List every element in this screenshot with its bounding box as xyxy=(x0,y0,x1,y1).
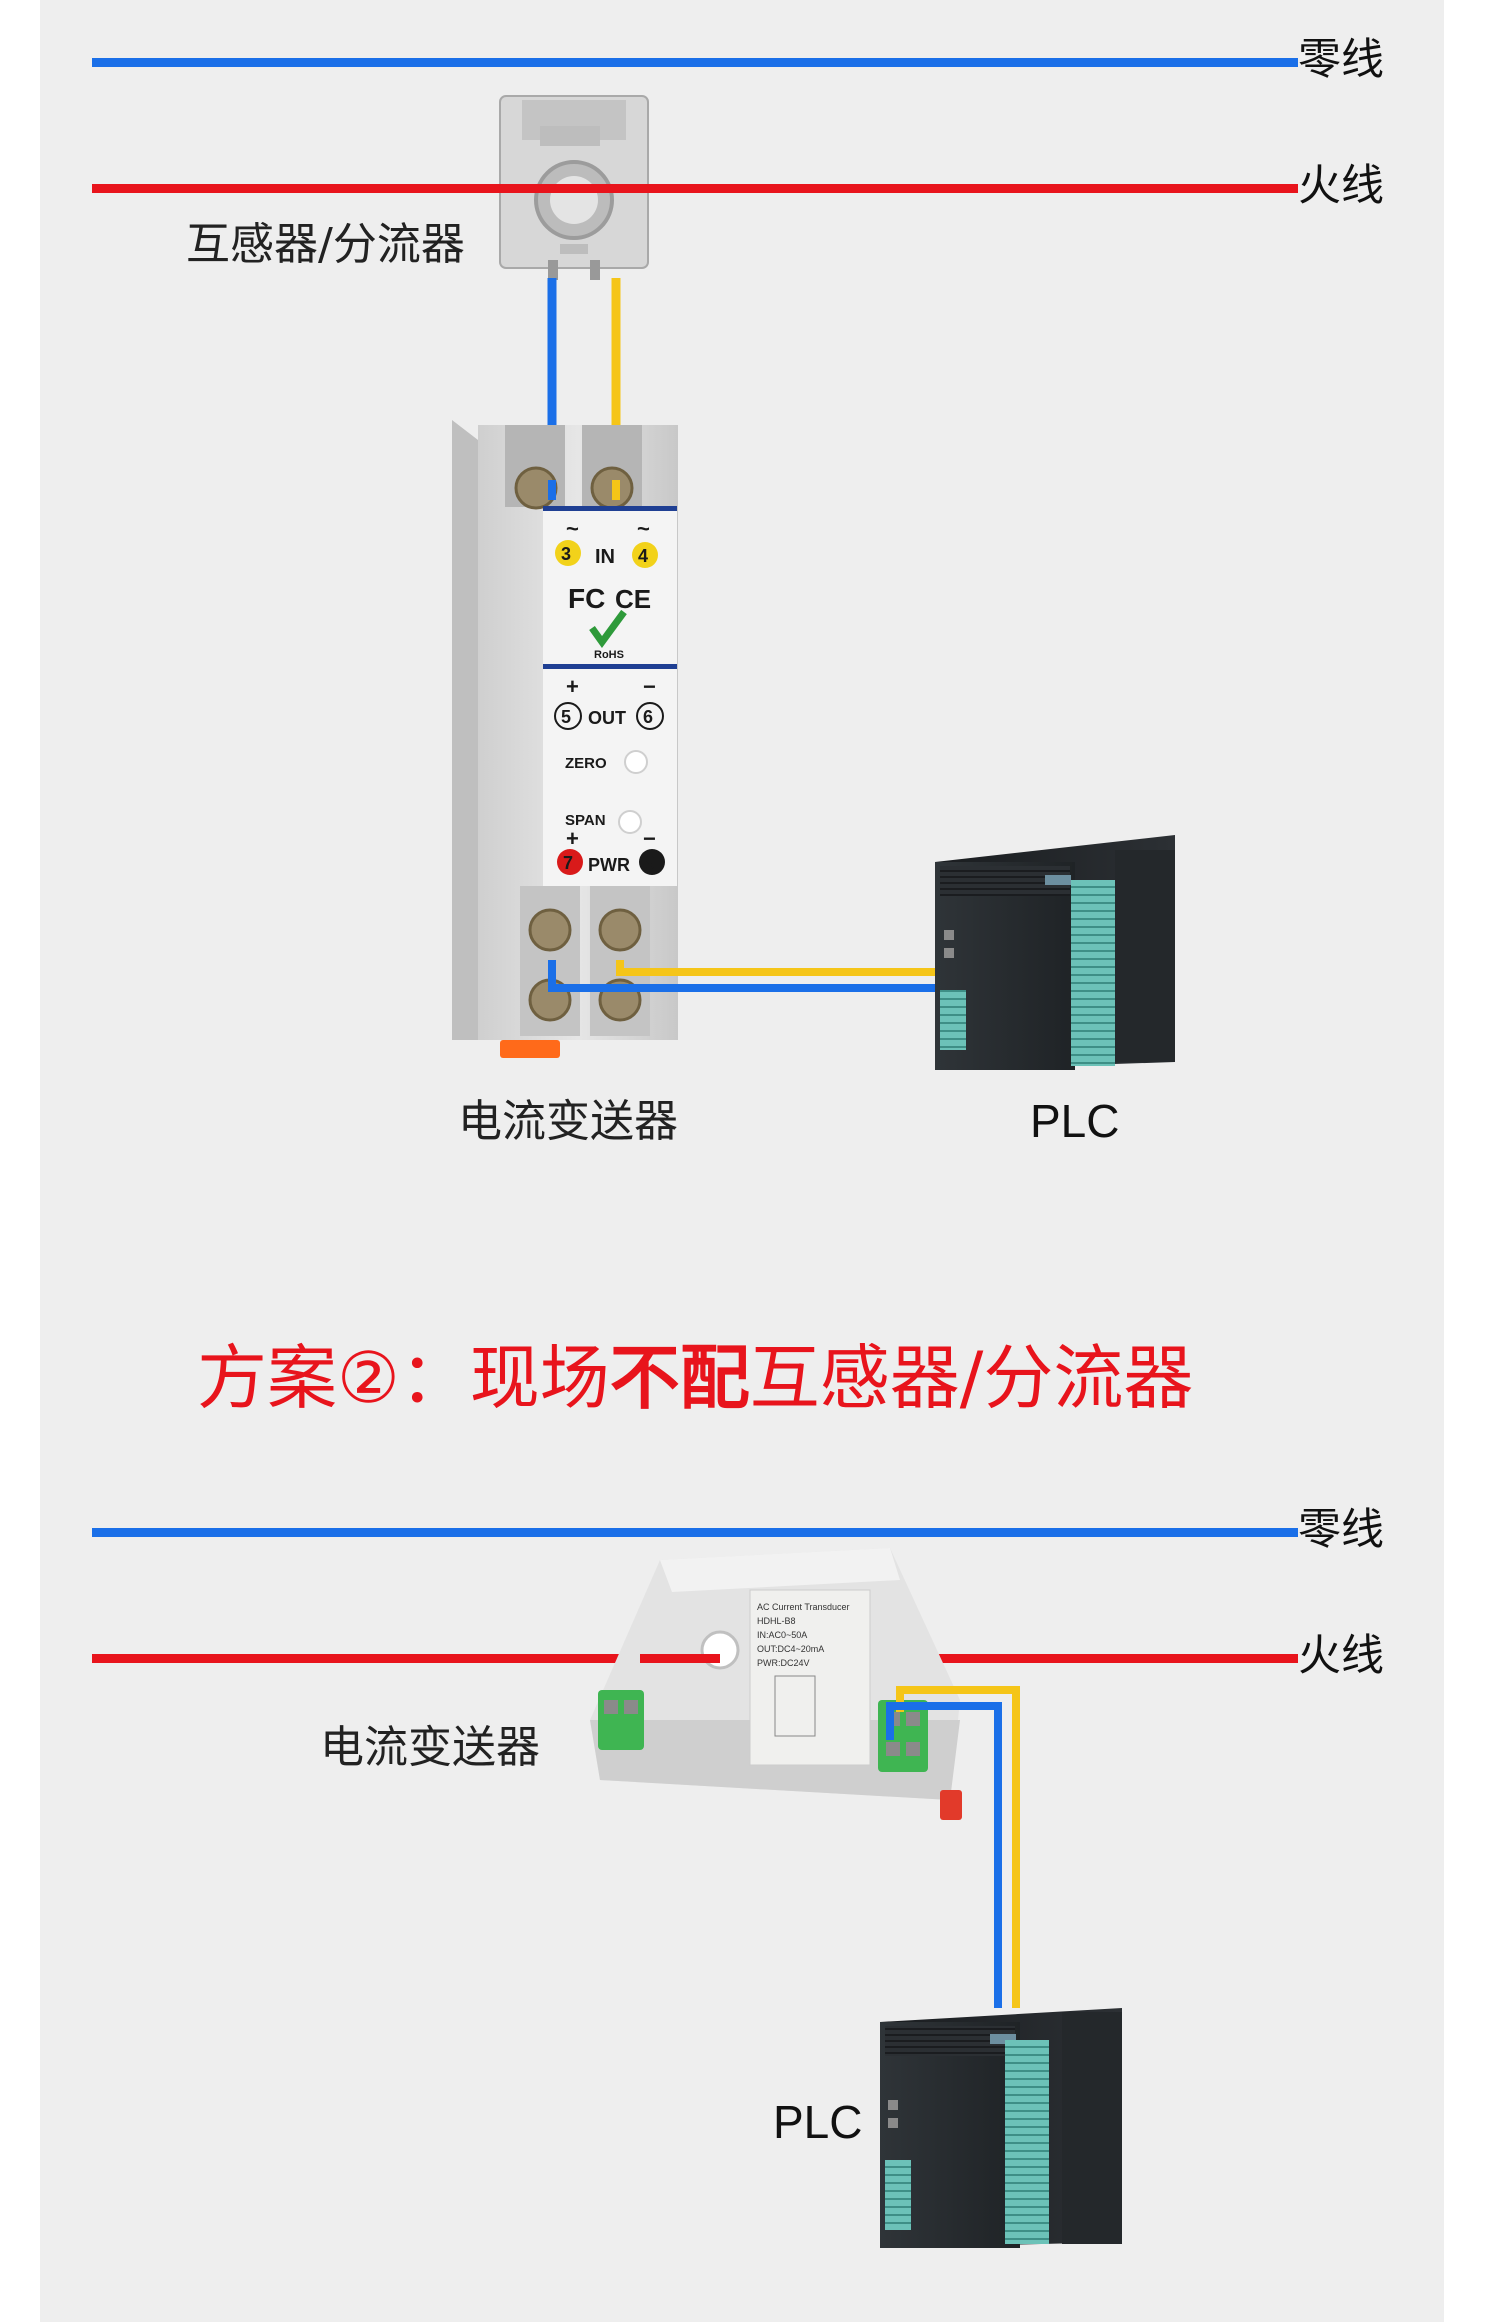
ct-label: 互感器/分流器 xyxy=(186,219,465,270)
neutral-label-1: 零线 xyxy=(1298,35,1384,85)
out-label: OUT xyxy=(588,708,626,728)
terminal-5: 5 xyxy=(561,707,571,727)
neutral-wire-2 xyxy=(92,1528,1298,1537)
svg-text:−: − xyxy=(643,826,656,851)
zero-trim-pot[interactable] xyxy=(624,750,648,774)
out-yellow-wire-1 xyxy=(616,960,940,976)
out-blue-wire-1 xyxy=(548,960,940,992)
live-label-2: 火线 xyxy=(1298,1631,1384,1681)
plc-label-2: PLC xyxy=(773,2096,862,2148)
fc-mark: FC xyxy=(568,583,605,614)
ce-mark: CE xyxy=(615,584,651,614)
span-label: SPAN xyxy=(565,812,606,829)
plc-label-1: PLC xyxy=(1030,1095,1119,1147)
heading-prefix: 方案②：现场 xyxy=(197,1337,610,1419)
plate-line1: AC Current Transducer xyxy=(757,1602,850,1612)
terminal-4: 4 xyxy=(638,546,648,566)
svg-text:~: ~ xyxy=(566,516,579,541)
current-transmitter-1: ~ ~ 3 IN 4 FC CE RoHS + − 5 OUT 6 ZERO S… xyxy=(452,420,678,1058)
diagram-panel xyxy=(40,0,1444,2322)
live-wire-2b xyxy=(890,1654,1298,1663)
neutral-wire-1 xyxy=(92,58,1298,67)
svg-text:−: − xyxy=(643,674,656,699)
transmitter-label-1: 电流变送器 xyxy=(458,1096,678,1147)
pwr-label: PWR xyxy=(588,855,630,875)
live-wire-1 xyxy=(92,184,1298,193)
terminal-3: 3 xyxy=(561,544,571,564)
live-label-1: 火线 xyxy=(1298,161,1384,211)
plate-line2: HDHL-B8 xyxy=(757,1616,796,1626)
svg-text:+: + xyxy=(566,826,579,851)
zero-label: ZERO xyxy=(565,755,607,772)
out-yellow-wire-2 xyxy=(896,1686,1020,2008)
plate-line3: IN:AC0~50A xyxy=(757,1630,807,1640)
rohs-mark: RoHS xyxy=(594,649,624,661)
in-label: IN xyxy=(595,546,615,568)
current-transmitter-2: AC Current Transducer HDHL-B8 IN:AC0~50A… xyxy=(590,1548,962,1820)
current-transformer xyxy=(496,95,652,280)
plate-line5: PWR:DC24V xyxy=(757,1658,810,1668)
heading-suffix: 互感器/分流器 xyxy=(750,1337,1194,1419)
plate-line4: OUT:DC4~20mA xyxy=(757,1644,824,1654)
out-blue-wire-2 xyxy=(886,1702,1002,2008)
live-wire-2 xyxy=(92,1654,652,1663)
span-trim-pot[interactable] xyxy=(618,810,642,834)
neutral-label-2: 零线 xyxy=(1298,1505,1384,1555)
svg-text:~: ~ xyxy=(637,516,650,541)
terminal-7: 7 xyxy=(563,853,573,873)
svg-text:+: + xyxy=(566,674,579,699)
heading-emphasis: 不配 xyxy=(610,1337,750,1419)
terminal-6: 6 xyxy=(643,707,653,727)
transmitter-label-2: 电流变送器 xyxy=(320,1722,540,1773)
plc-1 xyxy=(935,835,1175,1070)
terminal-8: 8 xyxy=(645,853,655,873)
plc-2 xyxy=(880,2008,1122,2248)
scheme2-heading: 方案②：现场不配互感器/分流器 xyxy=(197,1337,1193,1419)
